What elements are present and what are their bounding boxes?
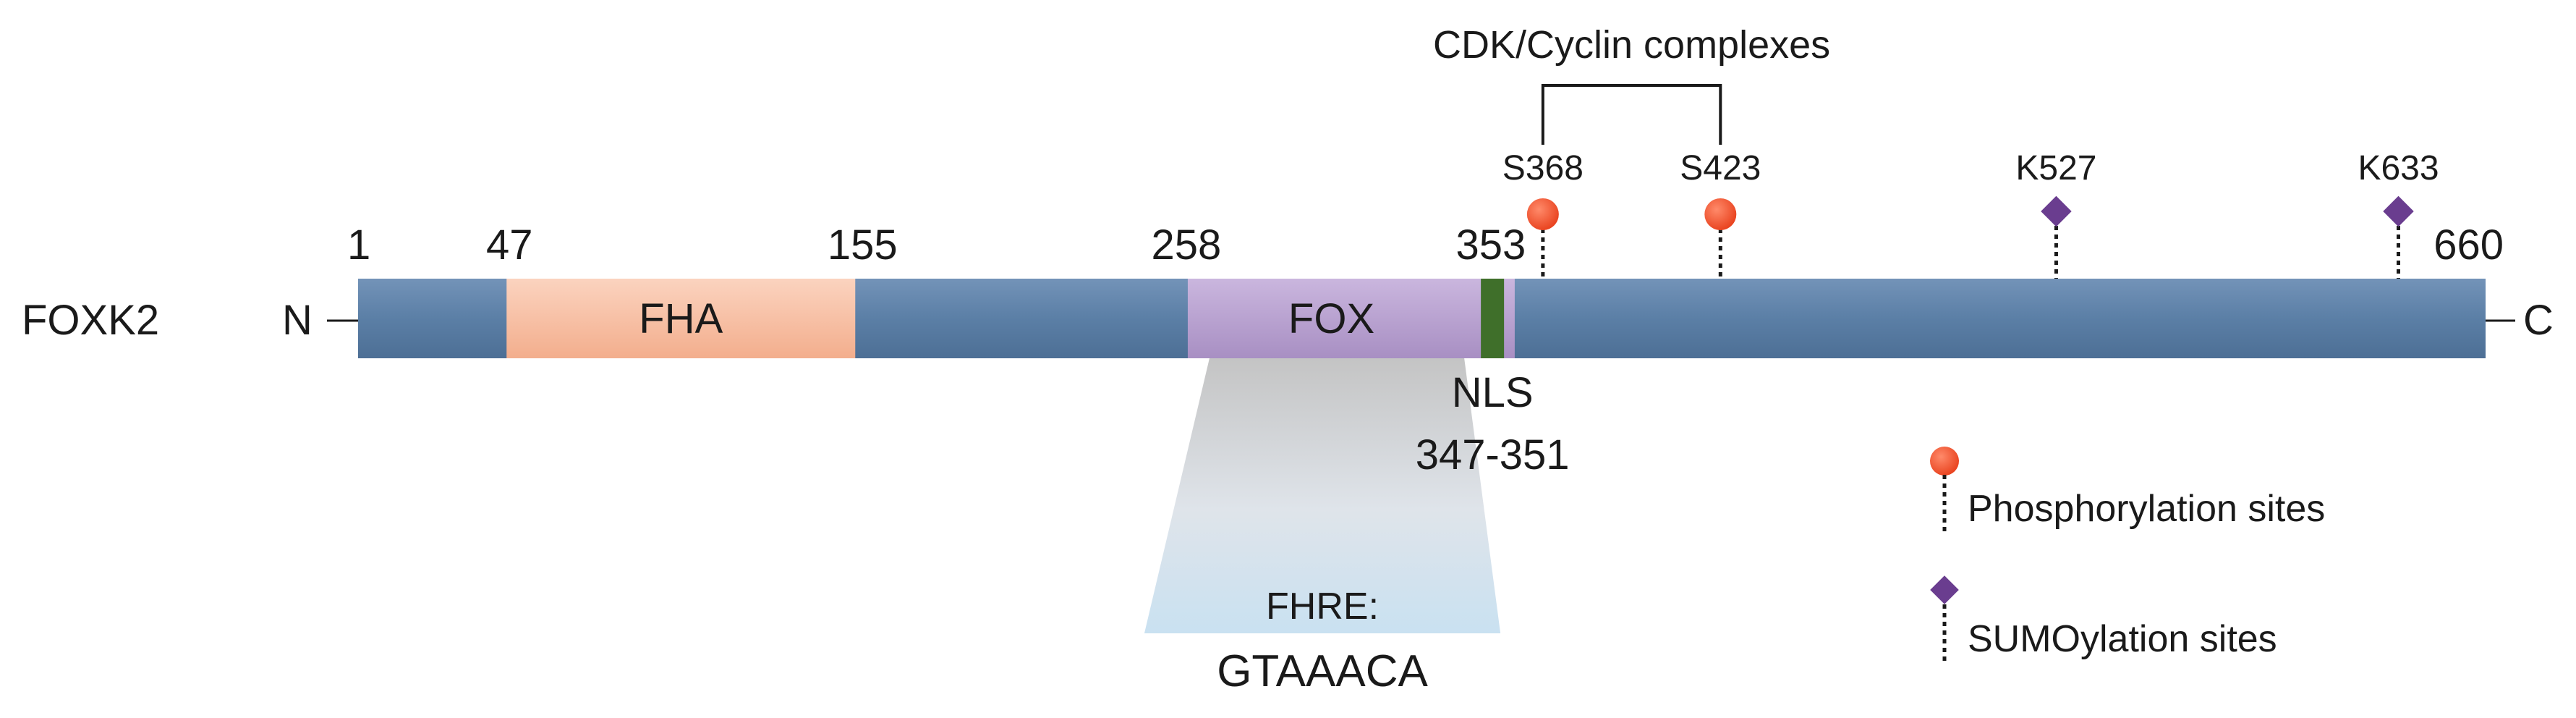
- fha-domain: [506, 279, 856, 358]
- fhre-label: FHRE:: [1266, 586, 1379, 628]
- nls-range-label: 347-351: [1416, 431, 1570, 478]
- cdk-cyclin-label: CDK/Cyclin complexes: [1433, 23, 1830, 67]
- nls-label: NLS: [1452, 369, 1534, 416]
- legend: Phosphorylation sites SUMOylation sites: [1930, 447, 2325, 664]
- n-terminus-label: N: [282, 297, 313, 344]
- cdk-cyclin-bracket: [1541, 84, 1722, 145]
- position-label-353: 353: [1456, 221, 1526, 269]
- sumoylation-site-k633: K633: [2358, 149, 2439, 279]
- nls-region: [1481, 279, 1505, 358]
- site-label-k633: K633: [2358, 149, 2439, 187]
- position-label-660: 660: [2433, 221, 2504, 269]
- legend-phosphorylation-label: Phosphorylation sites: [1968, 488, 2325, 530]
- fhre-sequence: GTAAACA: [1217, 646, 1428, 696]
- sumoylation-site-k527: K527: [2015, 149, 2096, 279]
- phosphorylation-site-s368: S368: [1502, 149, 1584, 279]
- position-label-258: 258: [1152, 221, 1222, 269]
- legend-sumoylation: SUMOylation sites: [1930, 575, 2277, 664]
- legend-sumoylation-label: SUMOylation sites: [1968, 618, 2277, 660]
- legend-phosphorylation: Phosphorylation sites: [1930, 447, 2325, 532]
- fox-domain: [1187, 279, 1515, 358]
- site-label-s423: S423: [1680, 149, 1761, 187]
- fhre-binding-region: [1144, 358, 1501, 633]
- legend-phosphorylation-marker: [1930, 447, 1959, 476]
- position-label-47: 47: [486, 221, 533, 269]
- fox-domain-label: FOX: [1288, 295, 1374, 342]
- phosphorylation-site-s423: S423: [1680, 149, 1761, 279]
- position-label-155: 155: [828, 221, 898, 269]
- position-label-1: 1: [347, 221, 370, 269]
- protein-name: FOXK2: [22, 297, 159, 344]
- fha-domain-label: FHA: [639, 295, 723, 342]
- legend-sumoylation-marker: [1930, 575, 1959, 604]
- site-label-k527: K527: [2015, 149, 2096, 187]
- site-label-s368: S368: [1502, 149, 1584, 187]
- c-terminus-label: C: [2523, 297, 2554, 344]
